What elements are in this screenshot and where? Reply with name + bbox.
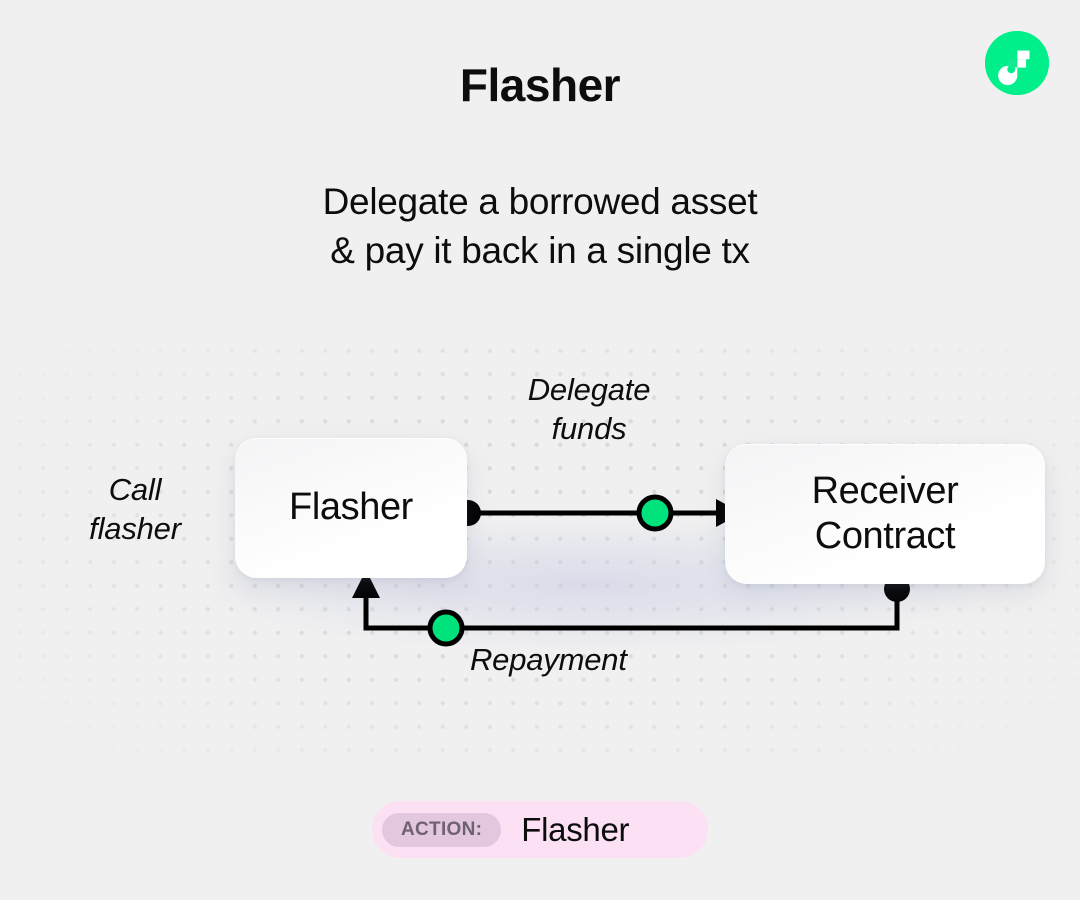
action-badge-kicker: ACTION: bbox=[382, 812, 502, 847]
flow-logo-icon bbox=[985, 31, 1049, 95]
node-flasher-label: Flasher bbox=[289, 486, 413, 529]
page-subtitle: Delegate a borrowed asset & pay it back … bbox=[322, 181, 758, 271]
edge-delegate-funds-token-dot bbox=[636, 494, 674, 532]
edge-repayment-line bbox=[363, 592, 900, 631]
edge-repayment-token-dot bbox=[427, 609, 465, 647]
edge-label-call-flasher: Call flasher bbox=[89, 472, 181, 547]
diagram-canvas: Flasher Receiver Contract Call flasher D… bbox=[0, 330, 1080, 760]
page-title: Flasher bbox=[459, 59, 621, 111]
node-receiver-contract[interactable]: Receiver Contract bbox=[725, 444, 1045, 584]
edge-label-repayment: Repayment bbox=[470, 642, 627, 677]
action-badge-value: Flasher bbox=[521, 810, 630, 848]
node-flasher[interactable]: Flasher bbox=[235, 438, 467, 578]
edge-repayment-arrowhead bbox=[352, 570, 380, 598]
edge-label-delegate-funds: Delegate funds bbox=[527, 372, 651, 447]
action-badge: ACTION: Flasher bbox=[372, 801, 708, 858]
node-receiver-contract-label: Receiver Contract bbox=[811, 470, 959, 557]
